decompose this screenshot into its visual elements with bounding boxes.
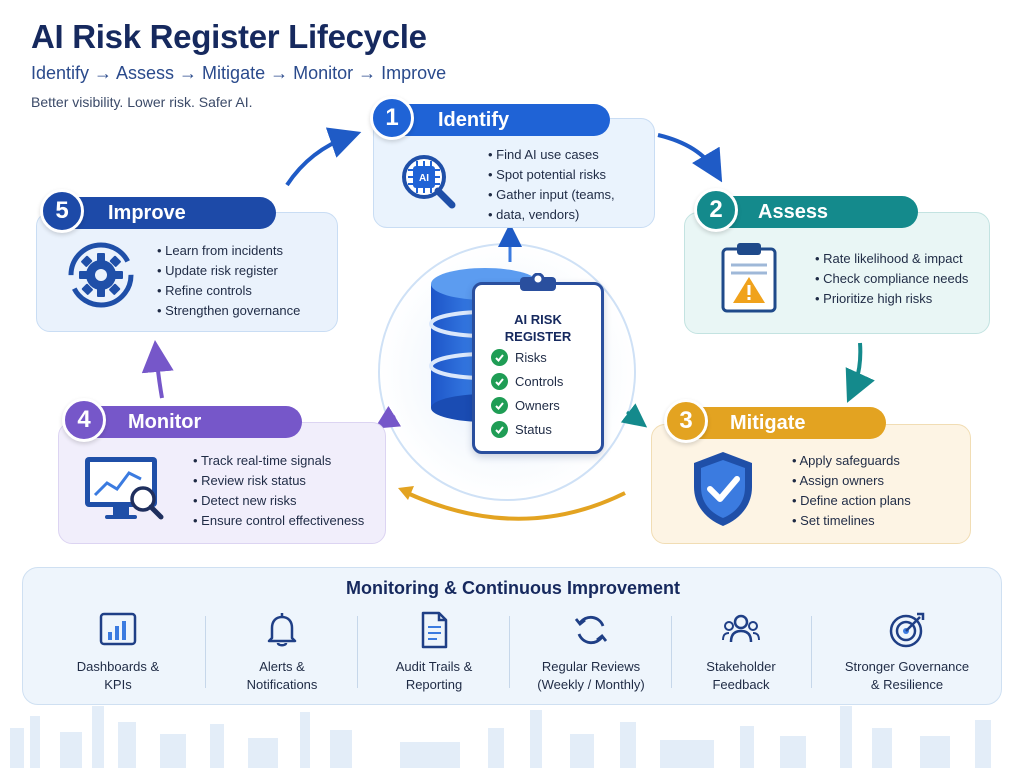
list-item: Learn from incidents xyxy=(157,241,300,261)
check-icon xyxy=(491,421,508,438)
stage-mitigate-header: Mitigate xyxy=(680,407,886,439)
divider xyxy=(357,616,358,688)
list-item: Set timelines xyxy=(792,511,911,531)
list-item: Spot potential risks xyxy=(488,165,615,185)
stage-identify-card: AI Find AI use cases Spot potential risk… xyxy=(373,118,655,228)
feature-stakeholder-feedback: Stakeholder Feedback xyxy=(673,610,809,700)
list-item: Ensure control effectiveness xyxy=(193,511,364,531)
stage-monitor-header: Monitor xyxy=(80,406,302,438)
list-item: Gather input (teams, xyxy=(488,185,615,205)
divider xyxy=(205,616,206,688)
stage-improve-bullets: Learn from incidents Update risk registe… xyxy=(157,241,300,321)
stage-identify-header: Identify xyxy=(388,104,610,136)
monitoring-panel: Monitoring & Continuous Improvement Dash… xyxy=(22,567,1002,705)
people-icon xyxy=(721,610,761,650)
list-item: data, vendors) xyxy=(488,205,615,225)
stage-monitor-number: 4 xyxy=(62,398,106,442)
stage-assess-bullets: Rate likelihood & impact Check complianc… xyxy=(815,249,968,309)
monitor-chart-icon xyxy=(83,453,167,525)
register-item-risks: Risks xyxy=(491,349,547,366)
stage-improve-label: Improve xyxy=(108,201,186,224)
stage-identify-label: Identify xyxy=(438,108,510,131)
stage-mitigate-card: Apply safeguards Assign owners Define ac… xyxy=(651,424,971,544)
feature-alerts: Alerts & Notifications xyxy=(207,610,357,700)
clipboard-warning-icon xyxy=(719,241,779,315)
stage-identify-number: 1 xyxy=(370,96,414,140)
page-title: AI Risk Register Lifecycle xyxy=(31,18,427,55)
feature-audit-trails: Audit Trails & Reporting xyxy=(359,610,509,700)
stage-monitor-bullets: Track real-time signals Review risk stat… xyxy=(193,451,364,531)
stage-monitor-label: Monitor xyxy=(128,410,202,433)
list-item: Strengthen governance xyxy=(157,301,300,321)
list-item: Refine controls xyxy=(157,281,300,301)
stage-identify-bullets: Find AI use cases Spot potential risks G… xyxy=(488,145,615,225)
list-item: Check compliance needs xyxy=(815,269,968,289)
check-icon xyxy=(491,349,508,366)
list-item: Rate likelihood & impact xyxy=(815,249,968,269)
feature-dashboards: Dashboards & KPIs xyxy=(43,610,193,700)
stage-mitigate-bullets: Apply safeguards Assign owners Define ac… xyxy=(792,451,911,531)
list-item: Apply safeguards xyxy=(792,451,911,471)
refresh-icon xyxy=(571,610,611,650)
shield-check-icon xyxy=(690,449,756,529)
list-item: Define action plans xyxy=(792,491,911,511)
clipboard-clip-icon xyxy=(520,273,556,291)
stage-assess-number: 2 xyxy=(694,188,738,232)
monitoring-panel-title: Monitoring & Continuous Improvement xyxy=(346,578,680,598)
list-item: Detect new risks xyxy=(193,491,364,511)
stage-mitigate-label: Mitigate xyxy=(730,411,806,434)
stage-mitigate-number: 3 xyxy=(664,399,708,443)
page-tagline: Better visibility. Lower risk. Safer AI. xyxy=(31,94,253,110)
risk-register-card: AI RISK REGISTER Risks Controls Owners S… xyxy=(472,273,604,454)
check-icon xyxy=(491,397,508,414)
document-icon xyxy=(414,610,454,650)
list-item: Prioritize high risks xyxy=(815,289,968,309)
ai-chip-magnifier-icon: AI xyxy=(396,149,460,213)
divider xyxy=(509,616,510,688)
stage-monitor-card: Track real-time signals Review risk stat… xyxy=(58,422,386,544)
check-icon xyxy=(491,373,508,390)
stage-improve-header: Improve xyxy=(58,197,276,229)
bell-icon xyxy=(262,610,302,650)
dashboard-chart-icon xyxy=(98,610,138,650)
divider xyxy=(811,616,812,688)
page-subtitle: Identify → Assess → Mitigate → Monitor →… xyxy=(31,63,447,83)
list-item: Find AI use cases xyxy=(488,145,615,165)
stage-assess-label: Assess xyxy=(758,200,829,223)
register-item-status: Status xyxy=(491,421,552,438)
register-title: AI RISK REGISTER xyxy=(504,312,572,344)
stage-assess-header: Assess xyxy=(712,196,918,228)
feature-stronger-governance: Stronger Governance & Resilience xyxy=(823,610,991,700)
stage-improve-number: 5 xyxy=(40,189,84,233)
list-item: Assign owners xyxy=(792,471,911,491)
register-item-controls: Controls xyxy=(491,373,563,390)
list-item: Track real-time signals xyxy=(193,451,364,471)
divider xyxy=(671,616,672,688)
svg-text:AI: AI xyxy=(419,173,429,184)
register-item-owners: Owners xyxy=(491,397,560,414)
stage-assess-card: Rate likelihood & impact Check complianc… xyxy=(684,212,990,334)
gear-cycle-icon xyxy=(65,239,137,311)
stage-improve-card: Learn from incidents Update risk registe… xyxy=(36,212,338,332)
list-item: Update risk register xyxy=(157,261,300,281)
feature-regular-reviews: Regular Reviews (Weekly / Monthly) xyxy=(511,610,671,700)
list-item: Review risk status xyxy=(193,471,364,491)
target-icon xyxy=(887,610,927,650)
